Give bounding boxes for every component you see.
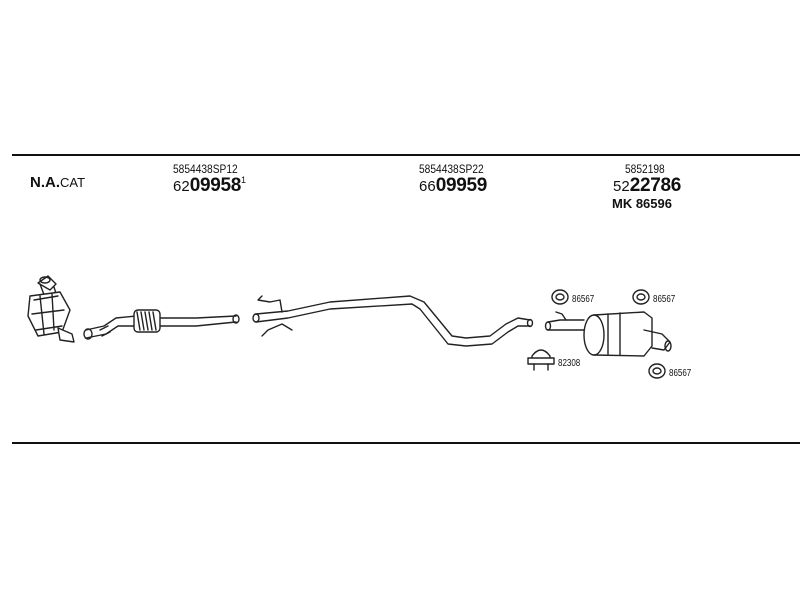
hanger-2-label: 86567 [653,294,676,305]
top-rule [12,154,800,156]
section-1-suffix: 1 [241,175,247,185]
section-3-partnumber: 5222786 [613,175,681,197]
bottom-rule [12,442,800,444]
section-2-number: 09959 [435,175,488,196]
section-3-kit: MK 86596 [612,196,672,211]
hanger-1-label: 86567 [572,294,595,305]
section-2-prefix: 66 [419,178,436,195]
section-2-partnumber: 6609959 [419,175,487,197]
section-2-code: 5854438SP22 [419,162,484,176]
catalytic-converter [27,275,75,343]
section-1-number: 09958 [189,175,242,196]
rear-silencer [544,311,672,357]
section-3-number: 22786 [629,175,682,196]
section-1-code: 5854438SP12 [173,162,238,176]
catalyst-label-bold: N.A. [30,174,60,191]
middle-pipe [252,295,534,347]
front-pipe [83,309,240,340]
section-3-code: 5852198 [625,162,665,176]
catalyst-label: N.A.CAT [30,174,85,191]
section-1-partnumber: 62099581 [173,175,246,197]
rubber-hanger-2 [632,289,650,305]
catalyst-label-rest: CAT [60,175,86,190]
rubber-hanger-1 [551,289,569,305]
rubber-hanger-3 [648,363,666,379]
section-1-prefix: 62 [173,178,190,195]
clamp-label: 82308 [558,358,581,369]
u-bolt-clamp [527,349,555,371]
hanger-3-label: 86567 [669,368,692,379]
section-3-prefix: 52 [613,178,630,195]
